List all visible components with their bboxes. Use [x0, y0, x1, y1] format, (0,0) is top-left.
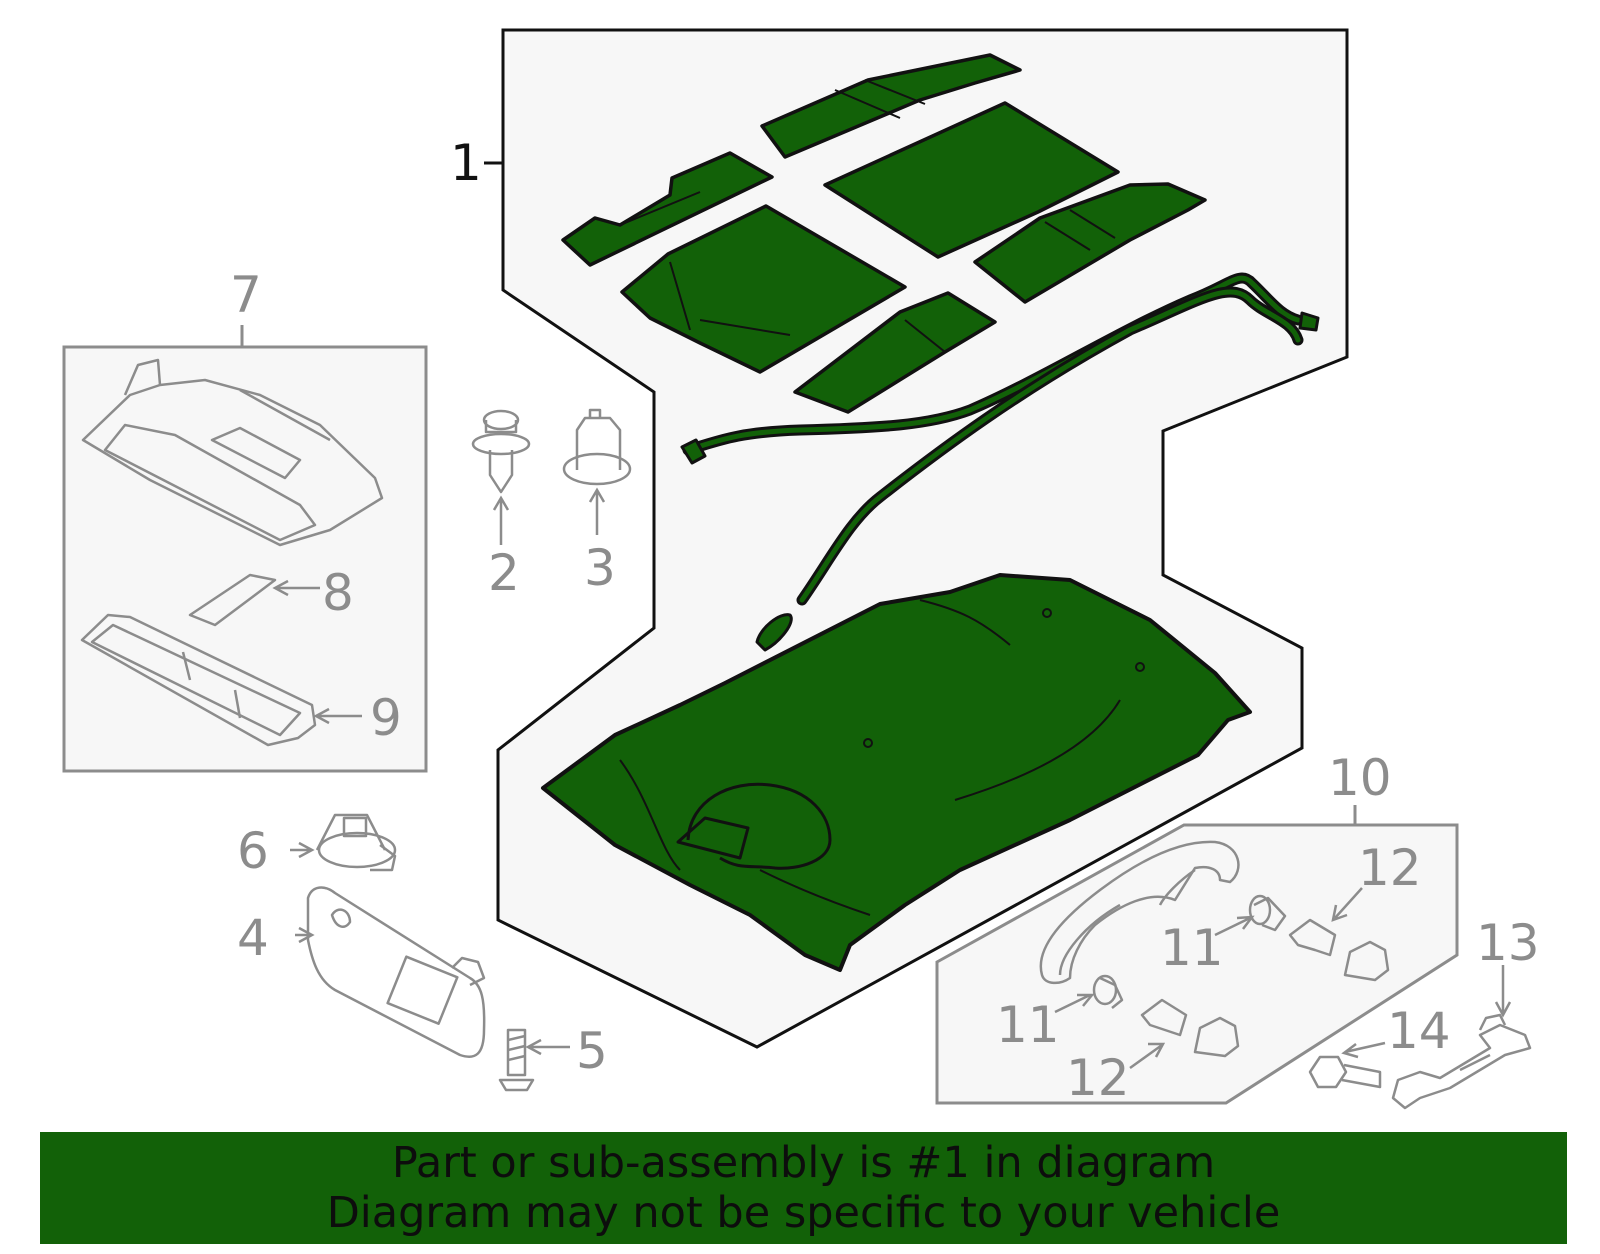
headliner-hole-3	[863, 738, 873, 748]
banner-line-2: Diagram may not be specific to your vehi…	[326, 1188, 1281, 1238]
callout-6: 6	[237, 822, 269, 880]
callout-4: 4	[237, 909, 269, 967]
pad-left-strip	[561, 151, 774, 267]
harness-upper-core	[685, 275, 1301, 453]
info-banner: Part or sub-assembly is #1 in diagram Di…	[40, 1132, 1567, 1244]
callout-1: 1	[450, 134, 482, 192]
harness-connector-left	[680, 438, 707, 465]
headliner-shell	[541, 573, 1252, 972]
callout-11-upper: 11	[1160, 919, 1224, 977]
headliner-detail-lines	[619, 599, 1121, 916]
callout-13: 13	[1476, 914, 1540, 972]
harness-connector-right	[1298, 311, 1320, 332]
pad-right-strip	[973, 182, 1207, 304]
handle-bolt-upper	[1248, 894, 1287, 932]
sun-visor	[306, 886, 486, 1058]
handle-cap-lower	[1193, 1016, 1240, 1058]
callout-3: 3	[584, 539, 616, 597]
headliner	[541, 573, 1252, 972]
arrow-2	[492, 495, 510, 545]
assist-handle	[1039, 840, 1240, 985]
headliner-hole-1	[1042, 608, 1052, 618]
visor-clip	[315, 813, 397, 872]
callout-11-lower: 11	[996, 996, 1060, 1054]
harness-lower-core	[799, 289, 1301, 603]
pad-center-large	[823, 101, 1120, 259]
visor-screw	[498, 1028, 535, 1092]
handle-cap-upper	[1343, 940, 1390, 982]
harness-end-plug	[755, 613, 793, 652]
handle-clip-upper	[1288, 918, 1337, 957]
banner-line-1: Part or sub-assembly is #1 in diagram	[391, 1138, 1216, 1188]
arrow-8	[272, 579, 320, 597]
console-cover	[80, 613, 317, 747]
arrow-3	[588, 487, 606, 535]
callout-5: 5	[576, 1022, 608, 1080]
headliner-console-opening	[676, 816, 750, 860]
handle-bolt-lower	[1092, 974, 1124, 1009]
insulation-pads	[561, 53, 1207, 414]
arrow-11-upper	[1214, 915, 1255, 937]
pad-front-left-lines	[669, 261, 791, 336]
group-10-panel	[935, 823, 1459, 1105]
callout-2: 2	[488, 544, 520, 602]
callout-14: 14	[1387, 1002, 1451, 1060]
retainer-clip	[562, 408, 632, 486]
arrow-6	[290, 841, 315, 859]
arrow-5	[525, 1038, 570, 1056]
arrow-13	[1494, 965, 1512, 1018]
arrow-14	[1341, 1041, 1386, 1059]
lamp-lens	[188, 573, 277, 627]
wiring-harness	[680, 272, 1320, 652]
pad-left-strip-line	[619, 191, 701, 226]
group-7-panel	[62, 345, 428, 773]
arrow-12-lower	[1129, 1042, 1166, 1070]
push-pin-clip	[471, 409, 531, 494]
pad-front-center-line	[904, 319, 946, 353]
callout-12-lower: 12	[1066, 1049, 1130, 1107]
arrow-12-upper	[1331, 887, 1363, 922]
callout-8: 8	[322, 564, 354, 622]
headliner-sunroof-recess	[686, 782, 832, 870]
callout-7: 7	[230, 266, 262, 324]
callout-10: 10	[1328, 749, 1392, 807]
pad-right-strip-lines	[1044, 209, 1116, 251]
bracket-bolt	[1308, 1055, 1382, 1089]
arrow-11-lower	[1054, 993, 1095, 1014]
overhead-console	[81, 358, 384, 547]
callout-12-upper: 12	[1358, 839, 1422, 897]
headliner-hole-2	[1135, 662, 1145, 672]
arrow-4	[295, 926, 315, 944]
pad-rear-strip	[760, 53, 1022, 159]
pad-front-center	[793, 291, 997, 414]
pad-front-left	[620, 204, 907, 374]
callout-9: 9	[370, 689, 402, 747]
arrow-9	[313, 707, 362, 725]
handle-clip-lower	[1140, 998, 1188, 1037]
mounting-bracket	[1391, 1013, 1532, 1110]
pad-rear-strip-lines	[834, 79, 926, 119]
